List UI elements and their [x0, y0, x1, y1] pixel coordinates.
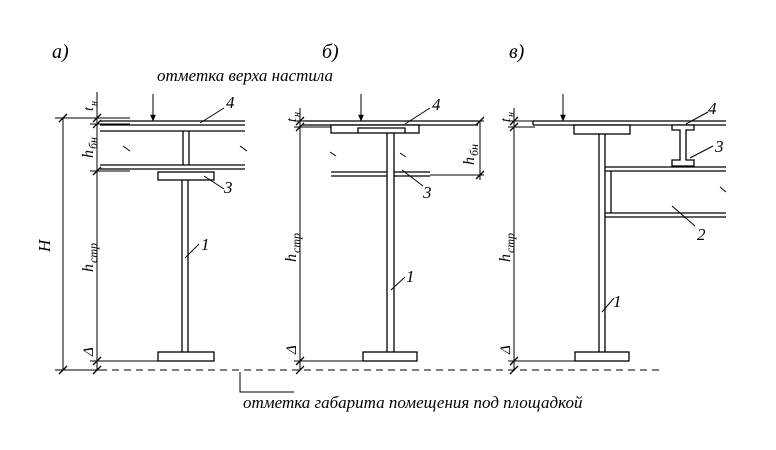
panel-a: а) H t н h бн h стр Δ [35, 41, 248, 375]
svg-text:h: h [80, 150, 97, 158]
svg-text:бн: бн [86, 137, 100, 149]
dim-H: H [35, 238, 54, 253]
main-beam-bottom-flange [362, 351, 418, 362]
svg-text:h: h [283, 254, 300, 262]
label-3: 3 [223, 178, 233, 197]
label-2: 2 [697, 225, 706, 244]
label-1: 1 [613, 292, 622, 311]
label-4: 4 [432, 95, 441, 114]
svg-text:t: t [82, 106, 97, 111]
svg-text:бн: бн [467, 144, 481, 156]
leader-4 [685, 111, 709, 125]
main-beam-bottom-flange [574, 351, 630, 362]
leader-3 [203, 175, 225, 190]
panel-b-label: б) [322, 41, 339, 63]
label-4: 4 [708, 99, 717, 118]
main-beam-bottom-flange [157, 351, 215, 362]
svg-text:t: t [285, 117, 300, 122]
leader-1 [601, 297, 615, 313]
dim-t-label: t н [499, 112, 517, 122]
svg-text:н: н [292, 112, 303, 117]
svg-text:стр: стр [289, 233, 303, 253]
annotation-top-label: отметка верха настила [157, 66, 333, 85]
dim-ticks [295, 116, 305, 375]
leader-1 [390, 276, 406, 291]
break-marks [329, 151, 407, 158]
panel-c-label: в) [509, 41, 525, 63]
dim-hbn-label: h бн [461, 144, 481, 165]
svg-text:н: н [506, 112, 517, 117]
svg-text:h: h [461, 157, 478, 165]
svg-text:стр: стр [503, 233, 517, 253]
label-4: 4 [226, 93, 235, 112]
panel-a-label: а) [52, 41, 69, 63]
dim-hstr-label: h стр [283, 233, 303, 262]
svg-text:н: н [89, 101, 100, 106]
leader-4 [199, 107, 225, 124]
leader-4 [404, 107, 431, 125]
main-beam-top-flange [157, 171, 215, 181]
dim-ticks [58, 113, 102, 375]
dim-ticks [509, 116, 519, 375]
leader-2 [671, 205, 696, 227]
main-beam-top-flange [330, 124, 420, 134]
break-marks [122, 145, 248, 152]
leader-3 [689, 145, 714, 159]
dim-delta: Δ [284, 345, 300, 355]
leader-1 [184, 243, 200, 259]
break-marks [719, 186, 727, 193]
svg-text:t: t [499, 117, 514, 122]
dim-hbn-label: h бн [80, 137, 100, 158]
panel-b: б) t н h стр Δ h бн [283, 41, 485, 375]
label-1: 1 [406, 267, 415, 286]
svg-text:h: h [80, 264, 97, 272]
dim-hstr-label: h стр [80, 243, 100, 272]
panel-c: в) t н h стр Δ [497, 41, 727, 375]
svg-text:стр: стр [86, 243, 100, 263]
label-3: 3 [422, 183, 432, 202]
dim-hstr-label: h стр [497, 233, 517, 262]
leader-3 [401, 169, 424, 187]
dim-t-label: t н [285, 112, 303, 122]
joist-3 [671, 124, 695, 167]
dim-ticks [475, 116, 485, 180]
dim-delta: Δ [498, 345, 514, 355]
svg-text:h: h [497, 254, 514, 262]
annotation-bottom-label: отметка габарита помещения под площадкой [243, 393, 583, 412]
label-1: 1 [201, 235, 210, 254]
bottom-annotation-leader [239, 372, 294, 393]
dim-t-label: t н [82, 101, 100, 111]
label-3: 3 [714, 137, 724, 156]
main-beam-top-flange [573, 124, 631, 135]
secondary-beam-end [357, 127, 406, 133]
dim-delta: Δ [81, 347, 97, 357]
